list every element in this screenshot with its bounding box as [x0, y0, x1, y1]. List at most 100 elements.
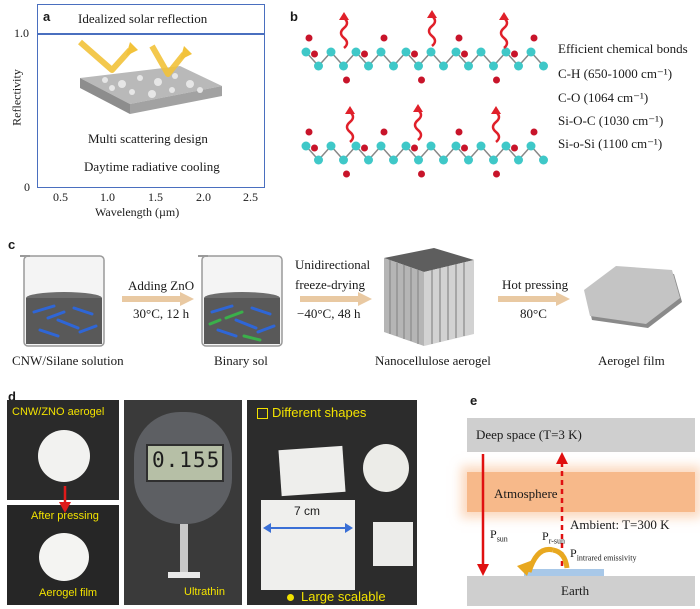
press-down-arrow — [59, 486, 71, 513]
photo-micrometer: 0.155 Ultrathin — [124, 400, 242, 605]
micrometer-stem — [180, 524, 188, 572]
p-sun-label: Psun — [490, 527, 508, 543]
dimension-arrow — [263, 523, 353, 533]
arrow-2 — [300, 292, 372, 306]
small-square-sample — [373, 522, 413, 566]
aerogel-film-hexagon — [584, 266, 682, 328]
emission-wave-head-2 — [427, 10, 437, 18]
porous-film-illustration — [78, 39, 222, 114]
bond-sioc: Si-O-C (1030 cm⁻¹) — [558, 113, 664, 128]
p-sun-symbol: P — [490, 527, 497, 541]
arrow3-top-text: Hot pressing — [502, 277, 569, 292]
step1-label: CNW/Silane solution — [12, 353, 124, 368]
multi-scattering-text: Multi scattering design — [88, 131, 208, 146]
bond-co: C-O (1064 cm⁻¹) — [558, 90, 649, 105]
arrow2-bottom-text: −40°C, 48 h — [297, 306, 361, 321]
deep-space-text: Deep space (T=3 K) — [476, 427, 582, 442]
radiative-cooling-text: Daytime radiative cooling — [84, 159, 220, 174]
emission-wave-head-3 — [499, 12, 509, 20]
arrow1-bottom-text: 30°C, 12 h — [133, 306, 190, 321]
step2-label: Binary sol — [214, 353, 268, 368]
shapes-square-icon — [257, 408, 268, 419]
emission-wave-5 — [413, 109, 423, 141]
emission-wave-3 — [499, 17, 509, 49]
panel-d-label: d — [8, 389, 16, 404]
aerogel-block — [384, 248, 474, 346]
x-tick-1.5: 1.5 — [148, 190, 163, 204]
reflectivity-line — [37, 33, 265, 35]
x-axis-label: Wavelength (µm) — [95, 205, 180, 219]
panel-a-frame — [37, 4, 265, 188]
photo1-top-text: CNW/ZNO aerogel — [12, 406, 105, 418]
bond-siosi: Si-o-Si (1100 cm⁻¹) — [558, 136, 663, 151]
round-sample — [363, 444, 409, 492]
emission-wave-head-1 — [339, 12, 349, 20]
step3-label: Nanocellulose aerogel — [375, 353, 491, 368]
micrometer-anvil — [168, 572, 200, 578]
photo2-caption: Ultrathin — [184, 586, 225, 598]
y-axis-label: Reflectivity — [9, 69, 24, 126]
y-tick-1: 1.0 — [14, 26, 29, 40]
emission-wave-4 — [345, 111, 355, 143]
x-tick-1.0: 1.0 — [100, 190, 115, 204]
emission-wave-6 — [491, 111, 501, 143]
panel-a-label: a — [43, 9, 51, 24]
p-sun-subscript: sun — [496, 534, 508, 544]
bond-ch: C-H (650-1000 cm⁻¹) — [558, 66, 673, 81]
atmosphere-text: Atmosphere — [494, 486, 558, 501]
molecular-chains-illustration — [301, 10, 548, 178]
emission-wave-head-4 — [345, 106, 355, 114]
panel-a-title: Idealized solar reflection — [78, 11, 208, 26]
panel-c-label: c — [8, 237, 16, 252]
large-square-sample — [261, 500, 355, 590]
gauge-reading: 0.155 — [152, 448, 221, 472]
photo3-bottom-text: Large scalable — [301, 589, 386, 604]
radiation-arrows — [477, 452, 570, 576]
arrow3-bottom-text: 80°C — [520, 306, 547, 321]
beaker-1 — [20, 255, 105, 347]
x-tick-2.5: 2.5 — [243, 190, 258, 204]
atmosphere-band — [467, 472, 695, 512]
yellow-dot-icon — [287, 594, 294, 601]
micrometer-screen — [146, 444, 224, 482]
arrow2-top-text-2: freeze-drying — [295, 277, 366, 292]
beaker-2 — [198, 255, 283, 347]
p-ir-subscript: intrared emissivity — [576, 553, 637, 563]
molecule-chain-2 — [301, 128, 548, 178]
p-ir-symbol: P — [570, 546, 577, 560]
x-tick-0.5: 0.5 — [53, 190, 68, 204]
panel-b-label: b — [290, 9, 298, 24]
emission-wave-head-5 — [413, 104, 423, 112]
p-rsun-symbol: P — [542, 529, 549, 543]
y-tick-0: 0 — [24, 180, 30, 194]
photo1-mid-text: After pressing — [31, 510, 99, 522]
photo-shapes: Different shapes 7 cm Large scalable — [247, 400, 417, 605]
molecule-chain-1 — [301, 34, 548, 84]
photo3-top-text: Different shapes — [272, 405, 367, 420]
arrow-3 — [498, 292, 570, 306]
arrow-1 — [122, 292, 194, 306]
deep-space-band — [467, 418, 695, 452]
rect-sample — [278, 445, 346, 497]
emission-wave-2 — [427, 15, 437, 47]
x-ticks: 0.5 1.0 1.5 2.0 2.5 — [37, 190, 265, 204]
x-tick-2.0: 2.0 — [196, 190, 211, 204]
p-ir-label: Pintrared emissivity — [570, 546, 636, 562]
panel-e-label: e — [470, 393, 478, 408]
photo3-dim-text: 7 cm — [294, 504, 321, 518]
p-rsun-label: Pr-sun — [542, 529, 565, 545]
photo1-bottom-text: Aerogel film — [39, 587, 98, 599]
arrow2-top-text-1: Unidirectional — [295, 257, 371, 272]
ambient-text: Ambient: T=300 K — [570, 517, 670, 532]
bonds-heading: Efficient chemical bonds — [558, 41, 688, 56]
cooling-film-strip — [524, 569, 604, 576]
arrow1-top-text: Adding ZnO — [128, 278, 195, 293]
film-disc — [39, 533, 89, 581]
photo-aerogel-disc: CNW/ZNO aerogel — [7, 400, 119, 500]
earth-text: Earth — [561, 583, 590, 598]
emission-wave-1 — [339, 17, 349, 49]
step4-label: Aerogel film — [598, 353, 665, 368]
photo-film-disc: After pressing Aerogel film — [7, 505, 119, 605]
aerogel-disc — [38, 430, 90, 482]
p-rsun-subscript: r-sun — [548, 536, 565, 546]
